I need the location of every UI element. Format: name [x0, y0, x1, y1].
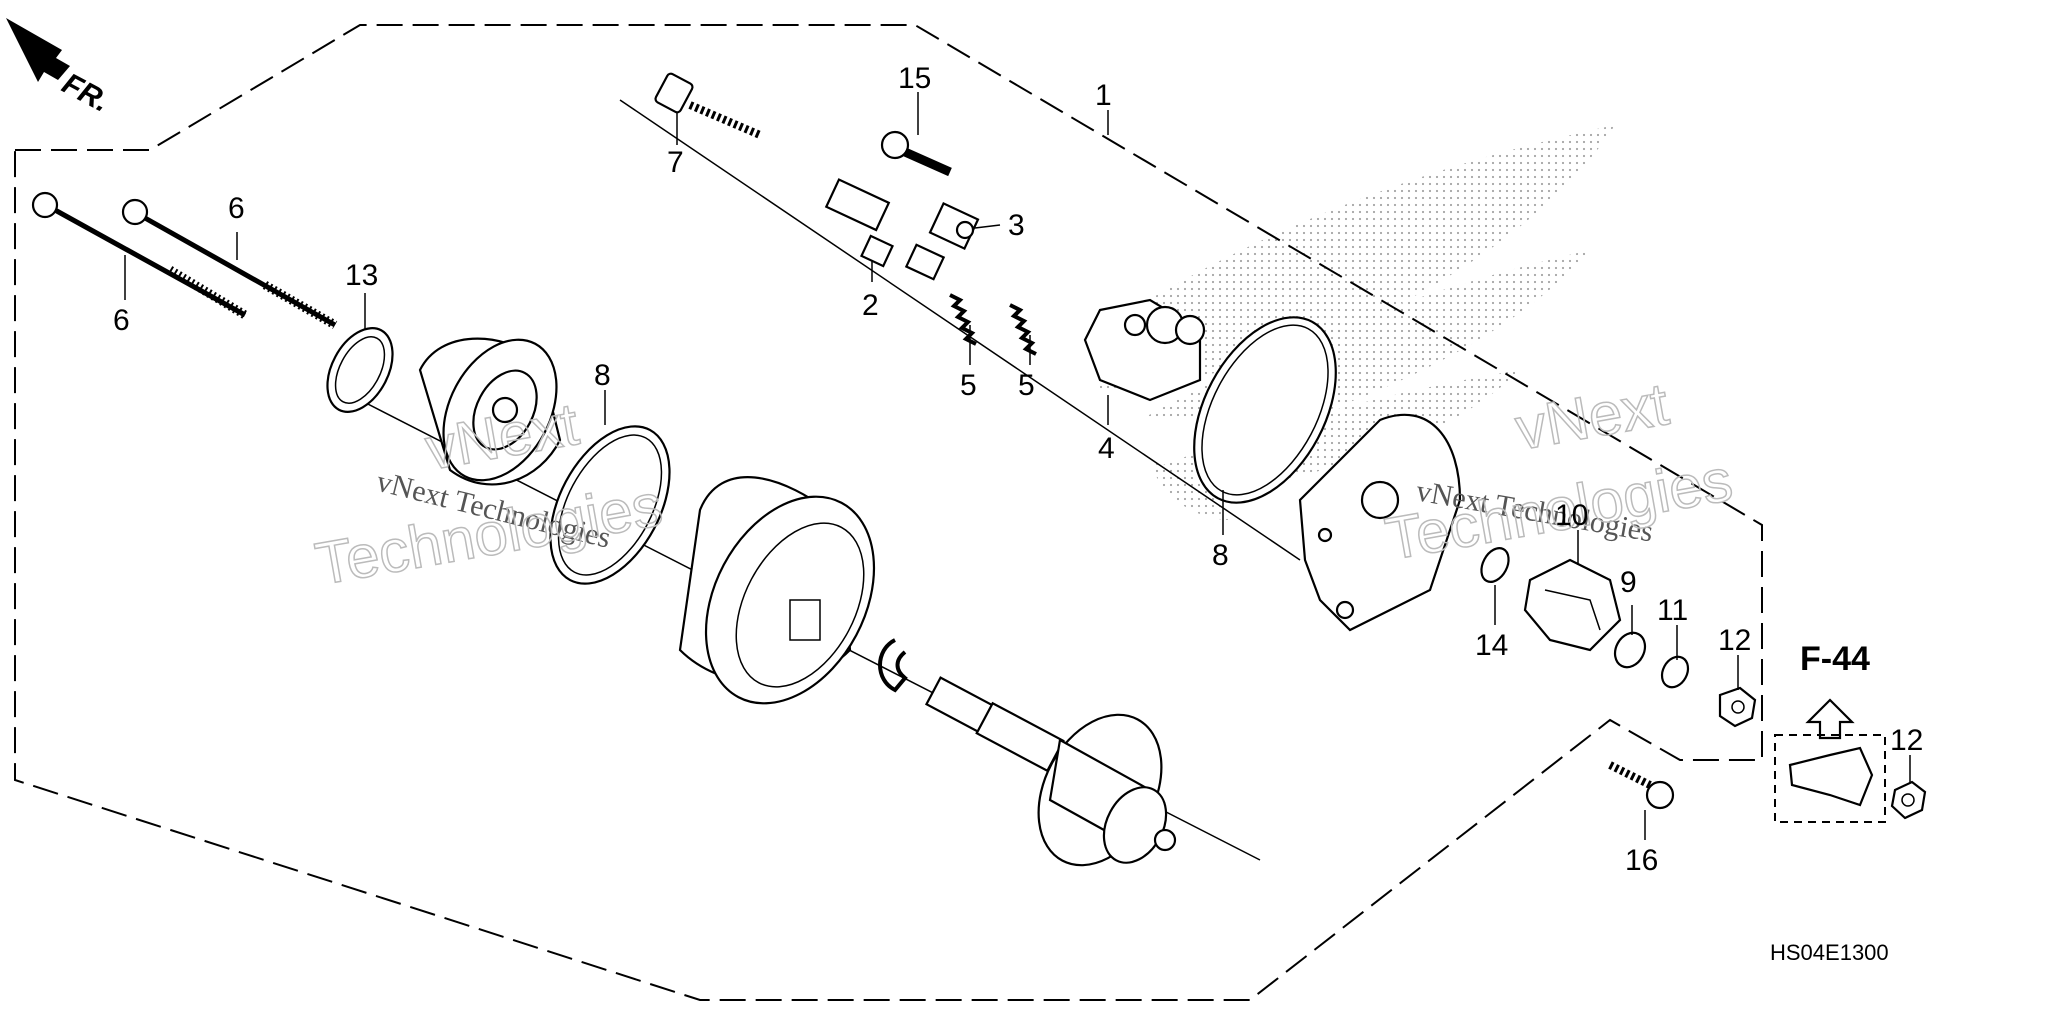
terminal-bolt-7	[654, 72, 762, 139]
o-ring-13	[326, 327, 394, 413]
callout-6a: 6	[113, 304, 130, 337]
callout-5a: 5	[960, 369, 977, 402]
drawing-code: HS04E1300	[1770, 940, 1889, 965]
rear-cover	[418, 337, 562, 486]
callout-15: 15	[898, 62, 931, 95]
front-cover	[1298, 413, 1462, 632]
leader-lines	[124, 92, 1911, 840]
long-bolt-6b	[121, 198, 338, 329]
brush-spring-5a	[949, 293, 977, 346]
callout-7: 7	[667, 146, 684, 179]
pinion-gear-10	[1523, 558, 1622, 652]
front-direction-arrow-icon: FR.	[6, 18, 115, 119]
nut-12b	[1890, 780, 1927, 820]
brush-holder-assembly-4	[1083, 298, 1206, 402]
callout-5b: 5	[1018, 369, 1035, 402]
bolt-16	[1608, 761, 1675, 810]
callout-13: 13	[345, 259, 378, 292]
callout-16: 16	[1625, 844, 1658, 877]
callout-11: 11	[1657, 594, 1688, 627]
reference-f44-label: F-44	[1800, 640, 1870, 678]
armature	[924, 676, 1177, 867]
callout-8b: 8	[1212, 539, 1229, 572]
brush-2	[860, 234, 946, 281]
svg-text:vNext: vNext	[1511, 370, 1674, 463]
brush-holder-3	[824, 178, 980, 250]
motor-yoke-housing	[678, 476, 876, 705]
callout-4: 4	[1098, 432, 1115, 465]
front-label: FR.	[57, 67, 115, 119]
brush-spring-5b	[1009, 303, 1037, 356]
assembly-axis	[619, 99, 1301, 561]
o-ring-8b	[1193, 316, 1337, 504]
callout-6b: 6	[228, 192, 245, 225]
retaining-clip	[878, 638, 908, 693]
assembly-boundary	[14, 24, 1763, 1001]
svg-text:Technologies: Technologies	[311, 471, 668, 598]
long-bolt-6a	[31, 191, 248, 319]
callout-1: 1	[1095, 79, 1112, 112]
callout-14: 14	[1475, 629, 1508, 662]
o-ring-8a	[549, 425, 671, 585]
callout-12a: 12	[1718, 624, 1751, 657]
callout-12b: 12	[1890, 724, 1923, 757]
callout-2: 2	[862, 289, 879, 322]
callout-9: 9	[1620, 566, 1637, 599]
reference-f44-inset: F-44	[1774, 640, 1927, 823]
washer-14	[1480, 547, 1510, 583]
washer-9	[1613, 631, 1647, 669]
bolt-15	[880, 130, 952, 177]
washer-11	[1660, 655, 1690, 689]
callout-10: 10	[1555, 499, 1588, 532]
nut-12a	[1718, 686, 1757, 728]
callouts: 1 2 3 4 5 5 6 6 7 8 8 9 10 11 12 12 13 1…	[113, 62, 1923, 877]
callout-3: 3	[1008, 209, 1025, 242]
callout-8a: 8	[594, 359, 611, 392]
